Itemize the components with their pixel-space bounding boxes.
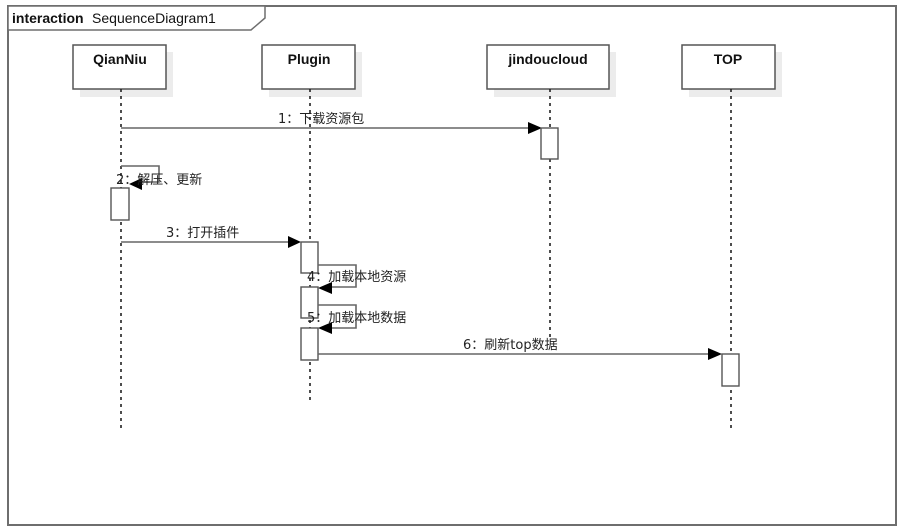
activation-top — [721, 353, 740, 387]
message-label: 2：解压、更新 — [116, 172, 202, 188]
self-message-line — [318, 264, 357, 288]
activation-plugin — [300, 286, 319, 319]
arrowhead-icon — [129, 178, 142, 190]
activation-plugin — [300, 327, 319, 361]
self-message-line — [318, 304, 357, 329]
self-message-line — [121, 165, 160, 183]
lifeline-label-jindoucloud: jindoucloud — [507, 51, 587, 67]
lifeline-label-plugin: Plugin — [288, 51, 331, 67]
arrowhead-icon — [318, 282, 332, 294]
frame-tag — [7, 5, 266, 31]
message-4[interactable]: 4：加载本地资源 — [300, 264, 406, 319]
frame-name: SequenceDiagram1 — [92, 10, 216, 26]
lifeline-top[interactable]: TOP — [681, 44, 782, 430]
arrowhead-icon — [288, 236, 301, 248]
arrowhead-icon — [708, 348, 722, 360]
arrowhead-icon — [528, 122, 542, 134]
frame-title: interaction SequenceDiagram1 — [12, 10, 216, 27]
interaction-frame — [7, 5, 897, 526]
message-label: 3：打开插件 — [166, 226, 239, 241]
message-label: 4：加载本地资源 — [307, 270, 406, 285]
message-3[interactable]: 3：打开插件 — [121, 226, 319, 274]
lifeline-head-plugin[interactable] — [261, 44, 356, 90]
activation-qianniu — [110, 187, 130, 221]
lifeline-head-qianniu[interactable] — [72, 44, 167, 90]
lifeline-head-top[interactable] — [681, 44, 776, 90]
lifeline-label-top: TOP — [714, 51, 743, 67]
frame-keyword: interaction — [12, 10, 84, 26]
message-label: 5：加载本地数据 — [307, 311, 406, 326]
lifeline-jindoucloud[interactable]: jindoucloud — [486, 44, 616, 338]
message-5[interactable]: 5：加载本地数据 — [300, 304, 406, 361]
activation-jindoucloud — [540, 127, 559, 160]
message-label: 6：刷新top数据 — [463, 337, 558, 353]
lifeline-head-jindoucloud[interactable] — [486, 44, 610, 90]
lifeline-label-qianniu: QianNiu — [93, 51, 147, 67]
message-6[interactable]: 6：刷新top数据 — [318, 337, 740, 387]
lifeline-qianniu[interactable]: QianNiu — [72, 44, 173, 430]
message-2[interactable]: 2：解压、更新 — [110, 165, 202, 221]
message-label: 1：下载资源包 — [278, 112, 364, 127]
arrowhead-icon — [318, 322, 332, 334]
activation-plugin — [300, 241, 319, 274]
message-1[interactable]: 1：下载资源包 — [121, 112, 559, 160]
